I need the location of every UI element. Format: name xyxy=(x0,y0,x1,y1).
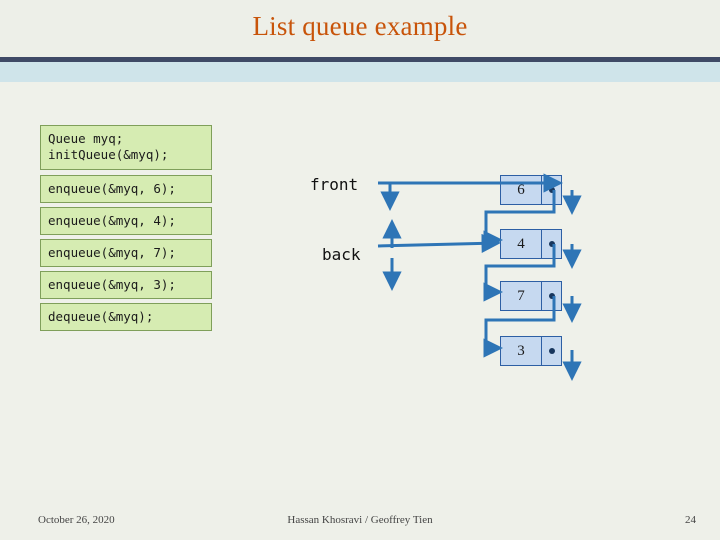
page-title: List queue example xyxy=(252,11,468,41)
list-node-6: 6 xyxy=(500,175,562,205)
list-node-7: 7 xyxy=(500,281,562,311)
list-node-4: 4 xyxy=(500,229,562,259)
node-divider xyxy=(541,337,542,365)
code-box-dequeue: dequeue(&myq); xyxy=(40,303,212,331)
back-pointer-label: back xyxy=(322,245,361,264)
footer-page-number: 24 xyxy=(685,514,696,526)
list-node-value: 3 xyxy=(517,343,525,359)
node-divider xyxy=(541,176,542,204)
footer-authors: Hassan Khosravi / Geoffrey Tien xyxy=(287,514,433,526)
footer-date: October 26, 2020 xyxy=(38,514,115,526)
code-box-enqueue-3: enqueue(&myq, 3); xyxy=(40,271,212,299)
code-box-declare: Queue myq; initQueue(&myq); xyxy=(40,125,212,170)
node-pointer-dot xyxy=(549,241,555,247)
node-divider xyxy=(541,282,542,310)
node-pointer-dot xyxy=(549,187,555,193)
title-rule-dark xyxy=(0,57,720,62)
title-band xyxy=(0,0,720,57)
node-pointer-dot xyxy=(549,348,555,354)
node-divider xyxy=(541,230,542,258)
code-box-enqueue-6: enqueue(&myq, 6); xyxy=(40,175,212,203)
code-box-enqueue-7: enqueue(&myq, 7); xyxy=(40,239,212,267)
list-node-3: 3 xyxy=(500,336,562,366)
front-pointer-label: front xyxy=(310,175,359,194)
node-pointer-dot xyxy=(549,293,555,299)
list-node-value: 4 xyxy=(517,236,525,252)
list-node-value: 7 xyxy=(517,288,525,304)
code-box-enqueue-4: enqueue(&myq, 4); xyxy=(40,207,212,235)
list-node-value: 6 xyxy=(517,182,525,198)
title-rule-light xyxy=(0,62,720,82)
